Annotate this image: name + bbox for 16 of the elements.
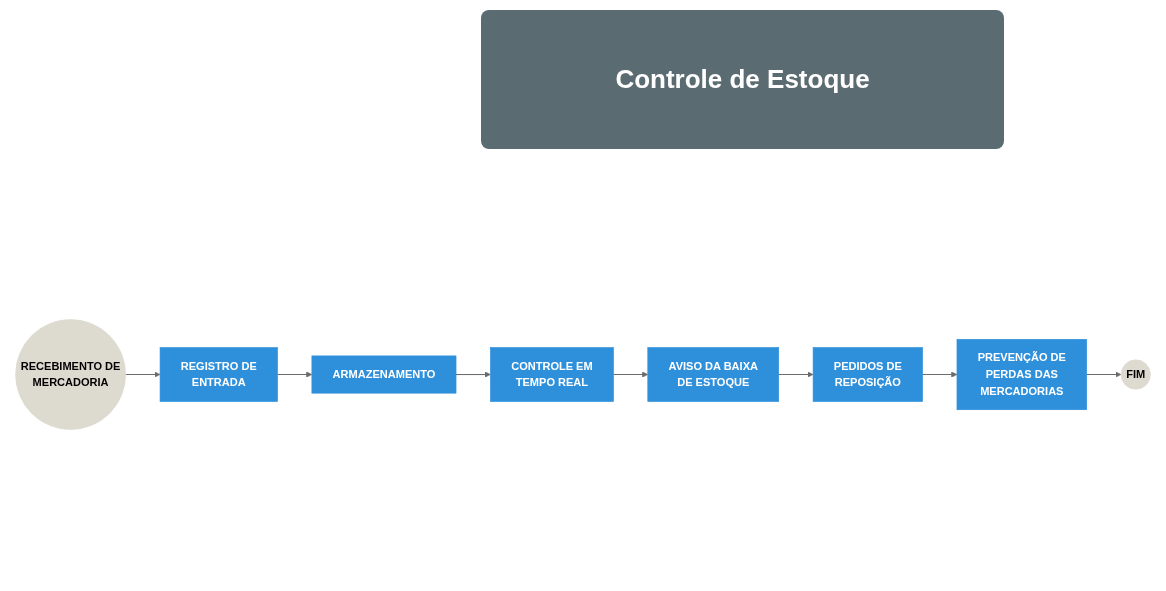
node-circle: FIM bbox=[1120, 360, 1151, 390]
arrow bbox=[612, 371, 649, 379]
title-banner: Controle de Estoque bbox=[481, 10, 1004, 149]
node-circle: RECEBIMENTO DE MERCADORIA bbox=[15, 319, 126, 431]
arrow bbox=[1086, 371, 1122, 379]
node-box: AVISO DA BAIXA DE ESTOQUE bbox=[647, 347, 779, 403]
node-box: ARMAZENAMENTO bbox=[311, 356, 457, 394]
node-box: PREVENÇÃO DE PERDAS DAS MERCADORIAS bbox=[956, 339, 1087, 411]
node-box: REGISTRO DE ENTRADA bbox=[159, 347, 278, 403]
node-box: CONTROLE EM TEMPO REAL bbox=[490, 347, 614, 403]
arrow bbox=[455, 371, 491, 379]
arrow bbox=[276, 371, 313, 379]
arrow bbox=[778, 371, 814, 379]
node-box: PEDIDOS DE REPOSIÇÃO bbox=[812, 347, 923, 403]
arrow bbox=[922, 371, 958, 379]
arrow bbox=[125, 371, 161, 379]
